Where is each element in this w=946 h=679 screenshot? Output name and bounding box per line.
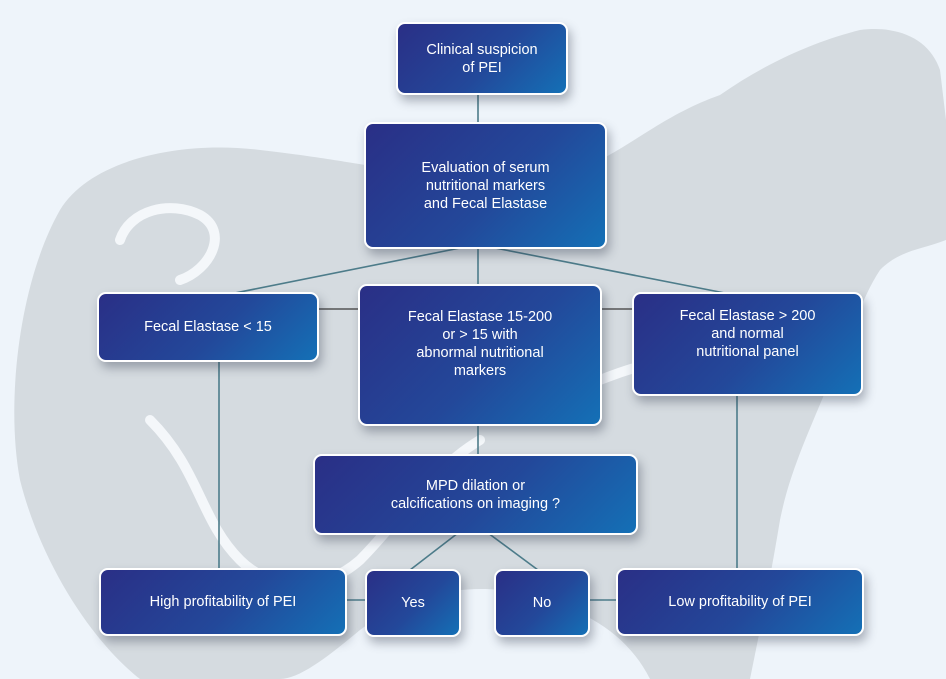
node-high-probability: High profitability of PEI xyxy=(99,568,347,636)
node-clinical-suspicion: Clinical suspicion of PEI xyxy=(396,22,568,95)
node-evaluation: Evaluation of serum nutritional markers … xyxy=(364,122,607,249)
edge-imaging-yes xyxy=(409,532,459,571)
node-fecal-elastase-low: Fecal Elastase < 15 xyxy=(97,292,319,362)
edge-imaging-no xyxy=(487,532,539,571)
node-fecal-elastase-mid: Fecal Elastase 15-200 or > 15 with abnor… xyxy=(358,284,602,426)
edge-evaluation-fe-low xyxy=(219,247,461,297)
node-fecal-elastase-high: Fecal Elastase > 200 and normal nutritio… xyxy=(632,292,863,396)
edge-evaluation-fe-high xyxy=(494,247,741,297)
node-low-probability: Low profitability of PEI xyxy=(616,568,864,636)
node-no: No xyxy=(494,569,590,637)
node-yes: Yes xyxy=(365,569,461,637)
node-imaging-question: MPD dilation or calcifications on imagin… xyxy=(313,454,638,535)
pancreatic-duct-curve xyxy=(115,203,220,285)
